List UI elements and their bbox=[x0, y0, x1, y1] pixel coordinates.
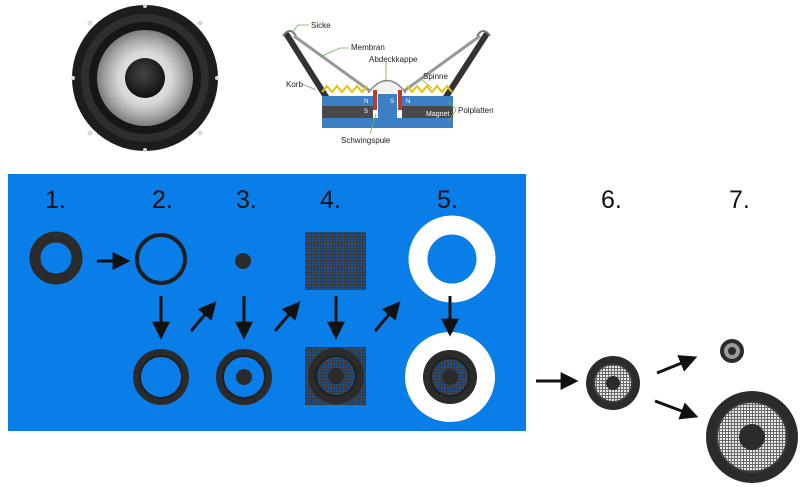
top-plate-left bbox=[322, 96, 373, 106]
label-korb: Korb bbox=[286, 80, 303, 89]
finished-speaker-large bbox=[706, 391, 798, 483]
arrow-diagonal-icon bbox=[373, 301, 401, 332]
pole-s-left: S bbox=[364, 109, 368, 115]
top-plate-right bbox=[402, 96, 453, 106]
voice-coil-left bbox=[373, 90, 377, 110]
step-number-5: 5. bbox=[437, 186, 458, 214]
assembly-stage-2 bbox=[216, 349, 272, 405]
pole-s-right: S bbox=[390, 99, 394, 105]
magnet-label: Magnet bbox=[426, 111, 449, 118]
screw-hole-icon bbox=[143, 4, 147, 8]
step-number-6: 6. bbox=[601, 186, 622, 214]
arrow-diagonal-icon bbox=[654, 399, 699, 420]
label-sicke: Sicke bbox=[311, 21, 331, 30]
assembly-stage-3 bbox=[305, 347, 366, 405]
step-number-2: 2. bbox=[152, 186, 173, 214]
basket-right bbox=[441, 32, 489, 103]
screw-hole-icon bbox=[87, 130, 93, 136]
voice-coil-right bbox=[398, 90, 402, 110]
part-mesh-grille bbox=[305, 232, 366, 290]
part-dust-cap bbox=[235, 253, 251, 269]
step-number-7: 7. bbox=[729, 186, 750, 214]
step-number-4: 4. bbox=[320, 186, 341, 214]
dust-cap bbox=[367, 79, 407, 94]
finished-speaker-small bbox=[720, 339, 744, 363]
pole-n-left: N bbox=[364, 99, 368, 105]
label-membran: Membran bbox=[351, 43, 385, 52]
part-surround bbox=[29, 231, 83, 285]
label-schwingspule: Schwingspule bbox=[341, 136, 391, 145]
spider-right bbox=[406, 84, 453, 94]
flow-arrows bbox=[97, 252, 699, 420]
arrow-diagonal-icon bbox=[189, 301, 217, 332]
pole-n-right: N bbox=[406, 99, 410, 105]
loudspeaker-photo bbox=[71, 4, 219, 152]
screw-hole-icon bbox=[197, 130, 203, 136]
pole-piece bbox=[378, 94, 397, 120]
part-white-ring bbox=[408, 215, 496, 303]
speaker-cross-section: N S S N Magnet Sicke Membran Abdeckkappe… bbox=[282, 21, 494, 145]
assembly-stage-1 bbox=[133, 349, 189, 405]
screw-hole-icon bbox=[87, 20, 93, 26]
label-abdeckkappe: Abdeckkappe bbox=[369, 55, 418, 64]
basket-left bbox=[284, 32, 331, 103]
step-number-3: 3. bbox=[236, 186, 257, 214]
screw-hole-icon bbox=[71, 76, 75, 80]
label-spinne: Spinne bbox=[423, 72, 448, 81]
label-polplatten: Polplatten bbox=[458, 106, 494, 115]
part-cone-ring bbox=[135, 233, 187, 285]
surround-left bbox=[282, 30, 297, 37]
magnet-right bbox=[402, 106, 453, 118]
bottom-plate bbox=[322, 118, 453, 128]
step-number-1: 1. bbox=[45, 186, 66, 214]
screw-hole-icon bbox=[215, 76, 219, 80]
surround-right bbox=[476, 30, 491, 37]
magnet-left bbox=[322, 106, 373, 118]
membrane-right bbox=[403, 34, 481, 93]
screw-hole-icon bbox=[197, 20, 203, 26]
screw-hole-icon bbox=[143, 148, 147, 152]
membrane-left bbox=[293, 34, 371, 93]
arrow-diagonal-icon bbox=[273, 301, 301, 332]
finished-speaker-medium bbox=[586, 356, 640, 410]
assembly-stage-4 bbox=[405, 332, 495, 422]
arrow-diagonal-icon bbox=[656, 355, 698, 375]
spider-left bbox=[321, 84, 368, 94]
